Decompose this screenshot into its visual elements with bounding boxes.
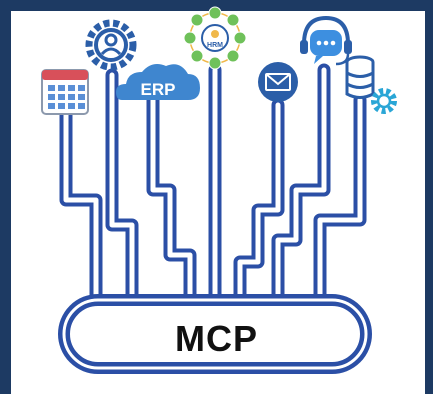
erp-cloud-icon: ERP (116, 64, 200, 100)
user-settings-icon (85, 19, 137, 71)
database-settings-icon (345, 55, 397, 114)
calendar-icon (41, 69, 89, 115)
support-chat-icon (300, 15, 352, 66)
erp-label: ERP (141, 80, 176, 99)
mail-icon (258, 62, 298, 102)
mcp-base (58, 294, 372, 374)
connection-traces (59, 63, 367, 307)
hrm-label: HRM (207, 42, 223, 49)
mcp-label: MCP (175, 318, 258, 359)
hrm-network-icon: HRM (183, 6, 247, 70)
